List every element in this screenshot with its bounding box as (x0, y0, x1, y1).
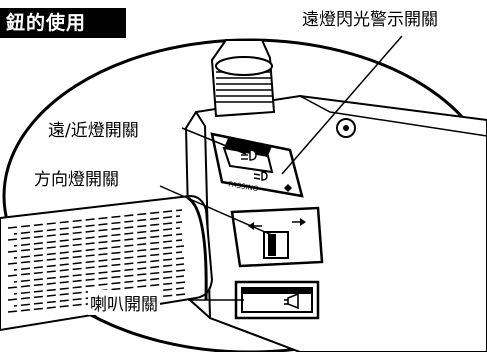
label-turn-signal-switch: 方向燈開關 (32, 165, 121, 190)
leader-line-turn (159, 185, 275, 237)
leader-line-dimmer (181, 127, 247, 155)
screw-head (343, 125, 349, 131)
dimmer-rocker-top (224, 138, 272, 156)
right-arrow-icon (300, 218, 306, 226)
housing-top-edge (299, 95, 487, 137)
low-beam-icon (253, 171, 268, 181)
knob-shade (268, 234, 276, 256)
grip-flange (187, 196, 208, 301)
leader-line-passing (281, 35, 403, 175)
label-horn-switch: 喇叭開關 (88, 290, 160, 315)
horn-icon (284, 292, 299, 310)
switch-housing (184, 94, 487, 352)
high-beam-icon (241, 149, 257, 161)
section-title: 鈕的使用 (0, 8, 126, 38)
label-passing-flash-switch: 遠燈閃光警示開關 (300, 5, 440, 30)
passing-arrow-icon (284, 184, 292, 192)
stalk-collar (215, 56, 273, 76)
horn-button-top (242, 288, 312, 294)
label-dimmer-switch: 遠/近燈開關 (46, 116, 141, 141)
grip-texture (7, 209, 187, 313)
